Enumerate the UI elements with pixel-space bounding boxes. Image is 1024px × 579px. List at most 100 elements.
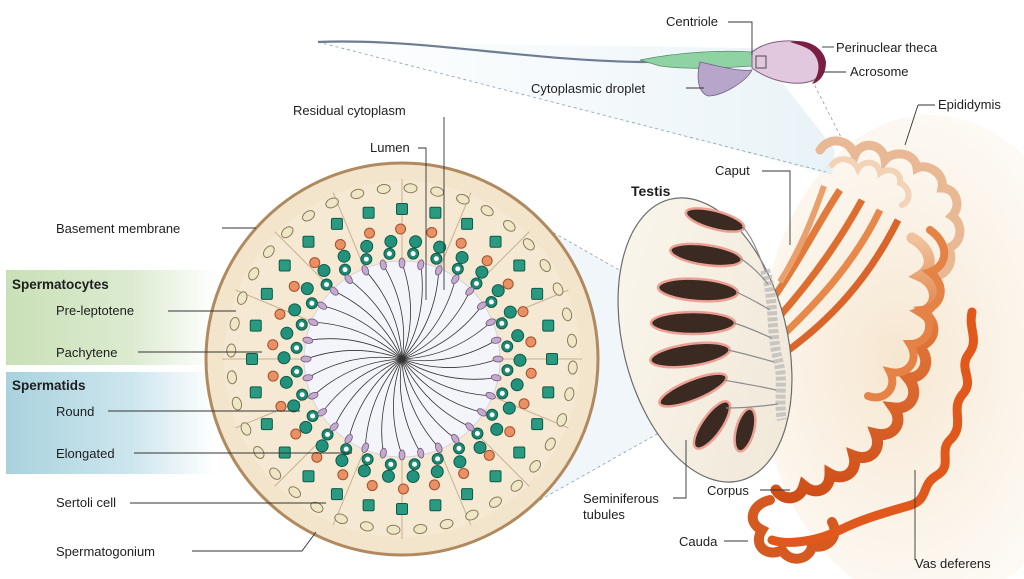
pre-leptotene-cell bbox=[279, 447, 290, 458]
pre-leptotene-cell bbox=[543, 387, 554, 398]
round-spermatid-nucleus bbox=[343, 267, 348, 272]
sertoli-cell-nucleus bbox=[268, 340, 278, 350]
pachytene-cell bbox=[281, 327, 293, 339]
pre-leptotene-cell bbox=[250, 320, 261, 331]
sertoli-cell-nucleus bbox=[503, 279, 513, 289]
round-spermatid-nucleus bbox=[299, 322, 304, 327]
spermatogonium-leader bbox=[192, 532, 316, 551]
round-spermatid-nucleus bbox=[434, 256, 439, 261]
sertoli-cell-nucleus bbox=[289, 281, 299, 291]
pre-leptotene-cell bbox=[247, 354, 258, 365]
pre-leptotene-cell bbox=[261, 288, 272, 299]
cytoplasmic-droplet-label: Cytoplasmic droplet bbox=[531, 81, 645, 96]
pre-leptotene-cell bbox=[547, 354, 558, 365]
lobule bbox=[651, 312, 735, 334]
cauda-label: Cauda bbox=[679, 534, 717, 549]
acrosome-label: Acrosome bbox=[850, 64, 909, 79]
round-spermatid-nucleus bbox=[475, 431, 480, 436]
pachytene-cell bbox=[503, 402, 515, 414]
spermatids-heading: Spermatids bbox=[12, 378, 86, 394]
pachytene-cell bbox=[382, 470, 394, 482]
round-spermatid-nucleus bbox=[300, 392, 305, 397]
pachytene-cell bbox=[511, 379, 523, 391]
pachytene-cell bbox=[288, 400, 300, 412]
pachytene-cell bbox=[338, 250, 350, 262]
pachytene-cell bbox=[289, 304, 301, 316]
round-spermatid-nucleus bbox=[500, 391, 505, 396]
pre-leptotene-cell bbox=[462, 218, 473, 229]
sertoli-cell-nucleus bbox=[398, 484, 408, 494]
pre-leptotene-cell bbox=[261, 419, 272, 430]
round-spermatid-nucleus bbox=[294, 369, 299, 374]
seminiferous-tubule-section bbox=[206, 163, 598, 555]
round-spermatid-nucleus bbox=[499, 321, 504, 326]
pre-leptotene-cell bbox=[462, 489, 473, 500]
pachytene-cell bbox=[410, 236, 422, 248]
round-spermatid-nucleus bbox=[457, 446, 462, 451]
sertoli-cell-nucleus bbox=[312, 452, 322, 462]
round-spermatid-nucleus bbox=[388, 462, 393, 467]
spermatocytes-heading: Spermatocytes bbox=[12, 277, 109, 293]
pachytene-cell bbox=[361, 240, 373, 252]
pre-leptotene-cell bbox=[397, 204, 408, 215]
sertoli-cell-nucleus bbox=[482, 256, 492, 266]
corpus-label: Corpus bbox=[707, 483, 749, 498]
spermatogonium-cell bbox=[568, 361, 578, 374]
sertoli-cell-nucleus bbox=[310, 258, 320, 268]
round-spermatid-nucleus bbox=[294, 345, 299, 350]
pre-leptotene-cell bbox=[543, 320, 554, 331]
sertoli-cell-nucleus bbox=[429, 480, 439, 490]
pre-leptotene-cell bbox=[490, 236, 501, 247]
vas-deferens-label: Vas deferens bbox=[915, 556, 991, 571]
round-spermatid-nucleus bbox=[474, 281, 479, 286]
spermatogonium-label: Spermatogonium bbox=[56, 544, 155, 559]
elongated-spermatid-head bbox=[399, 450, 405, 460]
pachytene-cell bbox=[431, 466, 443, 478]
round-spermatid-nucleus bbox=[435, 456, 440, 461]
round-spermatid-nucleus bbox=[387, 251, 392, 256]
elongated-spermatid-head bbox=[399, 258, 405, 268]
sertoli-cell-nucleus bbox=[484, 450, 494, 460]
sertoli-cell-nucleus bbox=[276, 401, 286, 411]
sertoli-cell-nucleus bbox=[291, 429, 301, 439]
round-spermatid-nucleus bbox=[309, 301, 314, 306]
pachytene-cell bbox=[385, 236, 397, 248]
pre-leptotene-cell bbox=[430, 207, 441, 218]
elongated-spermatid-head bbox=[493, 356, 503, 362]
spermatogonium-cell bbox=[387, 525, 400, 535]
sertoli-cell-nucleus bbox=[338, 470, 348, 480]
pachytene-cell bbox=[504, 306, 516, 318]
pachytene-cell bbox=[358, 465, 370, 477]
round-spermatid-nucleus bbox=[364, 257, 369, 262]
round-spermatid-nucleus bbox=[325, 432, 330, 437]
basement-membrane-label: Basement membrane bbox=[56, 221, 180, 236]
pre-leptotene-cell bbox=[363, 207, 374, 218]
pre-leptotene-cell bbox=[514, 447, 525, 458]
epididymis-label: Epididymis bbox=[938, 97, 1001, 112]
pachytene-cell bbox=[474, 442, 486, 454]
sertoli-cell-nucleus bbox=[427, 227, 437, 237]
sertoli-cell-nucleus bbox=[365, 228, 375, 238]
residual-cytoplasm-label: Residual cytoplasm bbox=[293, 103, 406, 118]
sertoli-cell-nucleus bbox=[526, 368, 536, 378]
sertoli-cell-nucleus bbox=[519, 399, 529, 409]
pre-leptotene-cell bbox=[250, 387, 261, 398]
pachytene-cell bbox=[491, 423, 503, 435]
pachytene-cell bbox=[407, 470, 419, 482]
pre-leptotene-cell bbox=[363, 500, 374, 511]
round-spermatid-nucleus bbox=[365, 457, 370, 462]
pachytene-cell bbox=[456, 251, 468, 263]
pre-leptotene-cell bbox=[331, 489, 342, 500]
round-spermatid-nucleus bbox=[505, 344, 510, 349]
testis-label: Testis bbox=[631, 184, 670, 199]
caput-label: Caput bbox=[715, 163, 750, 178]
pachytene-cell bbox=[336, 455, 348, 467]
pachytene-cell bbox=[492, 285, 504, 297]
pachytene-cell bbox=[514, 354, 526, 366]
sertoli-cell-nucleus bbox=[456, 238, 466, 248]
pre-leptotene-cell bbox=[303, 471, 314, 482]
round-spermatid-nucleus bbox=[411, 251, 416, 256]
round-spermatid-nucleus bbox=[455, 266, 460, 271]
pre-leptotene-cell bbox=[514, 260, 525, 271]
